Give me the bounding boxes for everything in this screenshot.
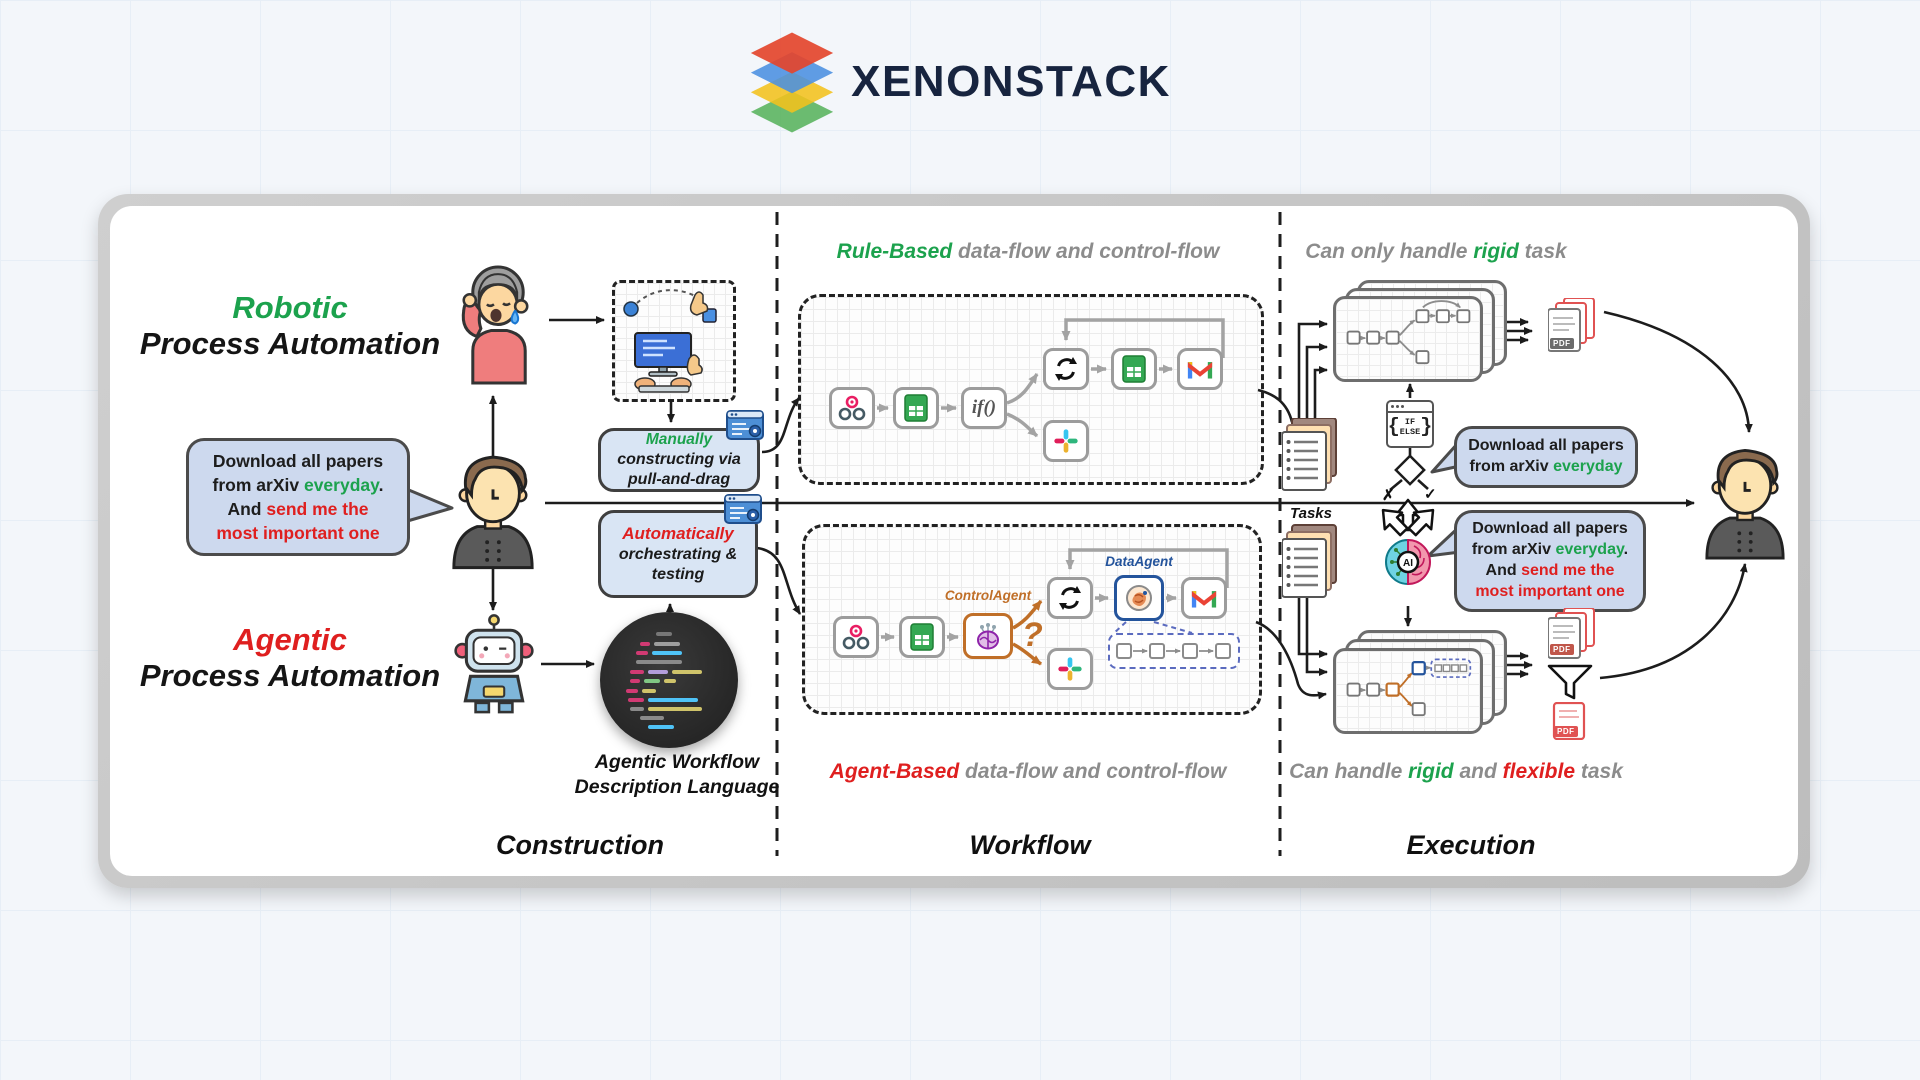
rpa-title-line1: Robotic [232, 290, 348, 325]
data-agent-subworkflow [1108, 633, 1240, 669]
webhook-node-2 [833, 616, 879, 658]
control-agent-brain-icon [977, 623, 999, 650]
gmail-node-2 [1181, 577, 1227, 619]
cross-mark: ✗ [1382, 487, 1395, 504]
user-request-bubble: Download all papers from arXiv everyday.… [186, 438, 410, 556]
if-node: if() [961, 387, 1007, 429]
tasks-stack-bottom [1281, 524, 1338, 605]
apa-title-line2: Process Automation [139, 657, 441, 693]
xenonstack-logo: XENONSTACK [0, 30, 1920, 134]
rigid-task-caption: Can only handle rigid task [1305, 240, 1567, 263]
sheets-node-2 [1111, 348, 1157, 390]
rigid-flowchart [1346, 300, 1471, 365]
refresh-icon [1055, 357, 1077, 381]
rpa-title-line2: Process Automation [139, 325, 441, 361]
ai-brain-icon: AI [1356, 498, 1460, 615]
manual-box-line3: pull-and-drag [627, 470, 731, 488]
data-agent-label: DataAgent [1105, 554, 1173, 569]
manual-construct-box: Manually constructing via pull-and-drag [598, 428, 760, 492]
rigid-workflow-cards [1333, 280, 1509, 384]
control-agent-node [963, 613, 1013, 659]
apa-title-line1: Agentic [233, 622, 347, 657]
xenonstack-logo-icon [750, 32, 834, 133]
manual-box-line2: constructing via [617, 450, 741, 468]
drag-drop-illustration [623, 289, 717, 393]
pdf-chip-red: PDF [1554, 726, 1578, 737]
flexible-task-caption: Can handle rigid and flexible task [1289, 760, 1623, 783]
code-lines [626, 632, 702, 729]
flex-request-bubble: Download all papers from arXiv everyday.… [1454, 510, 1646, 612]
auto-box-title: Automatically [622, 524, 734, 544]
brand-name: XENONSTACK [851, 57, 1171, 106]
manual-box-title: Manually [645, 431, 713, 449]
data-agent-icon [1126, 585, 1152, 611]
apa-title: Agentic Process Automation [115, 622, 465, 693]
slack-node-2 [1047, 648, 1093, 690]
loop-node-1 [1043, 348, 1089, 390]
sheets-node-1 [893, 387, 939, 429]
pdf-chip-top: PDF [1550, 338, 1574, 349]
rpa-title: Robotic Process Automation [115, 290, 465, 361]
confused-person-icon [452, 262, 544, 393]
construction-label: Construction [496, 830, 664, 860]
sheets-icon [904, 394, 928, 422]
sheets-node-3 [899, 616, 945, 658]
loop-node-2 [1047, 577, 1093, 619]
user-person-icon [448, 444, 538, 575]
request-line4: most important one [216, 523, 380, 544]
agent-based-caption: Agent-Based data-flow and control-flow [829, 760, 1227, 783]
papers-stack-bottom [1547, 607, 1600, 669]
control-agent-label: ControlAgent [944, 588, 1032, 603]
rule-based-caption: Rule-Based data-flow and control-flow [836, 240, 1220, 263]
funnel-icon [1546, 664, 1594, 707]
slack-icon [1054, 429, 1078, 453]
awdl-code-circle [600, 612, 738, 748]
data-agent-node [1114, 575, 1164, 621]
slack-node-1 [1043, 420, 1089, 462]
execution-label: Execution [1406, 830, 1536, 860]
uncertainty-question-mark: ? [1022, 616, 1043, 654]
request-send-me: send me the [266, 499, 369, 519]
flexible-workflow-cards [1333, 630, 1509, 736]
webhook-node [829, 387, 875, 429]
pdf-chip-mid: PDF [1550, 644, 1574, 655]
request-line1: Download all papers [212, 450, 384, 471]
check-mark: ✓ [1424, 486, 1437, 503]
tasks-stack-top [1281, 417, 1338, 497]
workflow-label: Workflow [969, 830, 1091, 860]
agentic-flowchart [1346, 658, 1472, 717]
robot-icon [450, 612, 538, 721]
awdl-label: Agentic Workflow Description Language [574, 751, 780, 799]
pdf-file-icon [1552, 701, 1586, 745]
rigid-request-bubble: Download all papers from arXiv everyday [1454, 426, 1638, 488]
request-everyday: everyday [303, 474, 379, 495]
workflow-app-icon-2 [724, 494, 762, 529]
auto-orchestrate-box: Automatically orchestrating & testing [598, 510, 758, 598]
tasks-label: Tasks [1290, 505, 1332, 522]
workflow-app-icon [726, 410, 764, 445]
auto-box-line2: orchestrating & [618, 545, 738, 563]
recipient-person-icon [1700, 438, 1790, 565]
gmail-icon [1187, 362, 1213, 379]
ai-label: AI [1403, 558, 1413, 569]
webhook-icon [838, 395, 866, 421]
auto-box-line3: testing [651, 565, 705, 583]
pull-and-drag-box [612, 280, 736, 402]
gmail-node-1 [1177, 348, 1223, 390]
papers-stack-top [1547, 297, 1600, 361]
